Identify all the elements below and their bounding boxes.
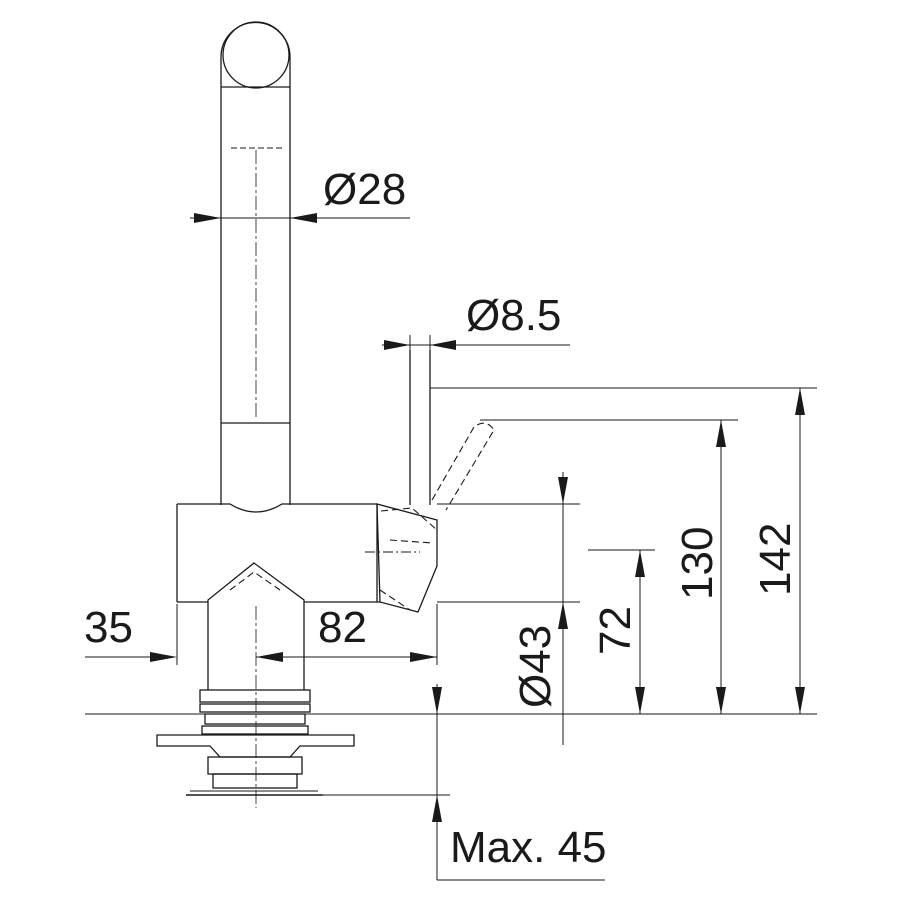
dim-spout-diameter: Ø28: [190, 165, 410, 223]
dim-body-diameter: Ø43: [437, 472, 580, 745]
label-width-82: 82: [318, 603, 367, 652]
dim-max-thickness: Max. 45: [300, 684, 607, 881]
faucet-body: [176, 503, 380, 603]
dim-height-72: 72: [588, 549, 655, 714]
label-height-142: 142: [751, 523, 800, 596]
dim-height-130: 130: [480, 419, 738, 714]
mounting-base: [156, 602, 355, 808]
label-height-130: 130: [673, 527, 722, 600]
dim-horizontal-35-82: 35 82: [84, 603, 438, 665]
dim-lever-diameter: Ø8.5: [382, 291, 570, 352]
spout: [220, 21, 291, 505]
label-offset-35: 35: [84, 603, 133, 652]
label-spout-diameter: Ø28: [323, 165, 406, 214]
label-body-diameter: Ø43: [511, 625, 560, 708]
lever-handle: [365, 350, 495, 613]
label-height-72: 72: [591, 606, 640, 655]
dim-height-142: 142: [430, 387, 817, 714]
label-max-thickness: Max. 45: [450, 823, 607, 872]
label-lever-diameter: Ø8.5: [466, 291, 561, 340]
